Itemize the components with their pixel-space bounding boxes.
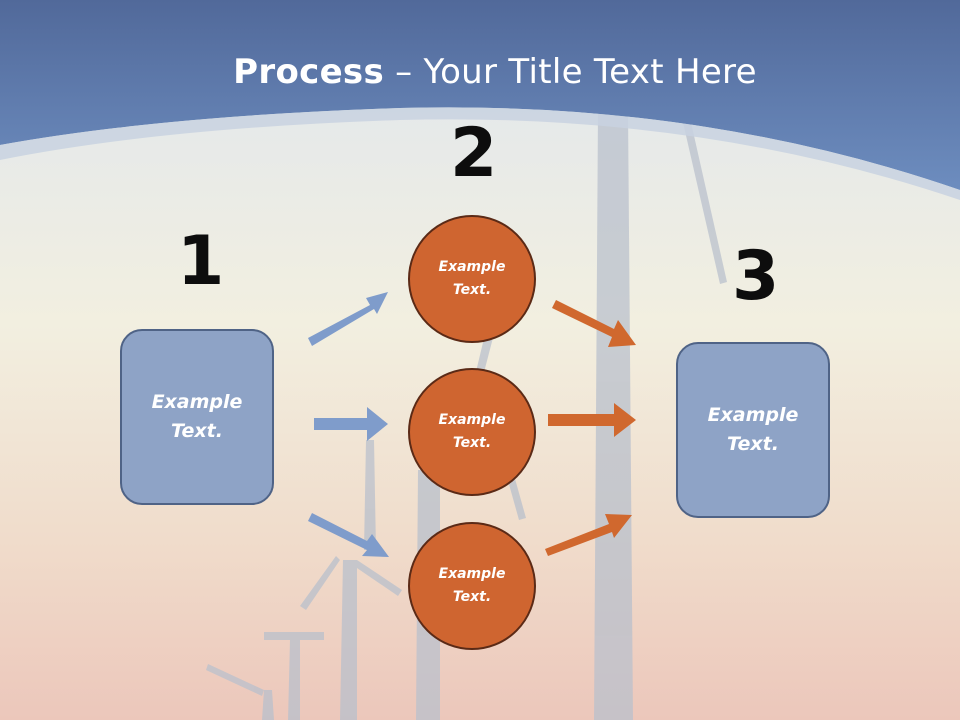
circle-bottom-line1: Example [438, 566, 506, 582]
circle-bottom-line2: Text. [452, 589, 492, 605]
circle-top[interactable]: Example Text. [408, 215, 536, 343]
circle-middle-line1: Example [438, 412, 506, 428]
left-box-line2: Text. [171, 420, 223, 442]
title-rest: – Your Title Text Here [384, 52, 757, 92]
circle-middle[interactable]: Example Text. [408, 368, 536, 496]
right-box-line2: Text. [727, 433, 779, 455]
right-text-box[interactable]: Example Text. [676, 342, 830, 518]
blue-arrows [308, 292, 389, 557]
title-bold: Process [233, 52, 385, 92]
orange-arrows [545, 300, 636, 556]
step-number-2: 2 [450, 114, 498, 193]
left-text-box[interactable]: Example Text. [120, 329, 274, 505]
circle-top-line2: Text. [452, 282, 492, 298]
circle-middle-line2: Text. [452, 435, 492, 451]
step-number-3: 3 [732, 237, 780, 316]
circle-bottom[interactable]: Example Text. [408, 522, 536, 650]
right-box-line1: Example [707, 404, 799, 426]
slide-title: Process – Your Title Text Here [0, 52, 960, 92]
step-number-1: 1 [177, 222, 225, 301]
left-box-line1: Example [151, 391, 243, 413]
circle-top-line1: Example [438, 259, 506, 275]
